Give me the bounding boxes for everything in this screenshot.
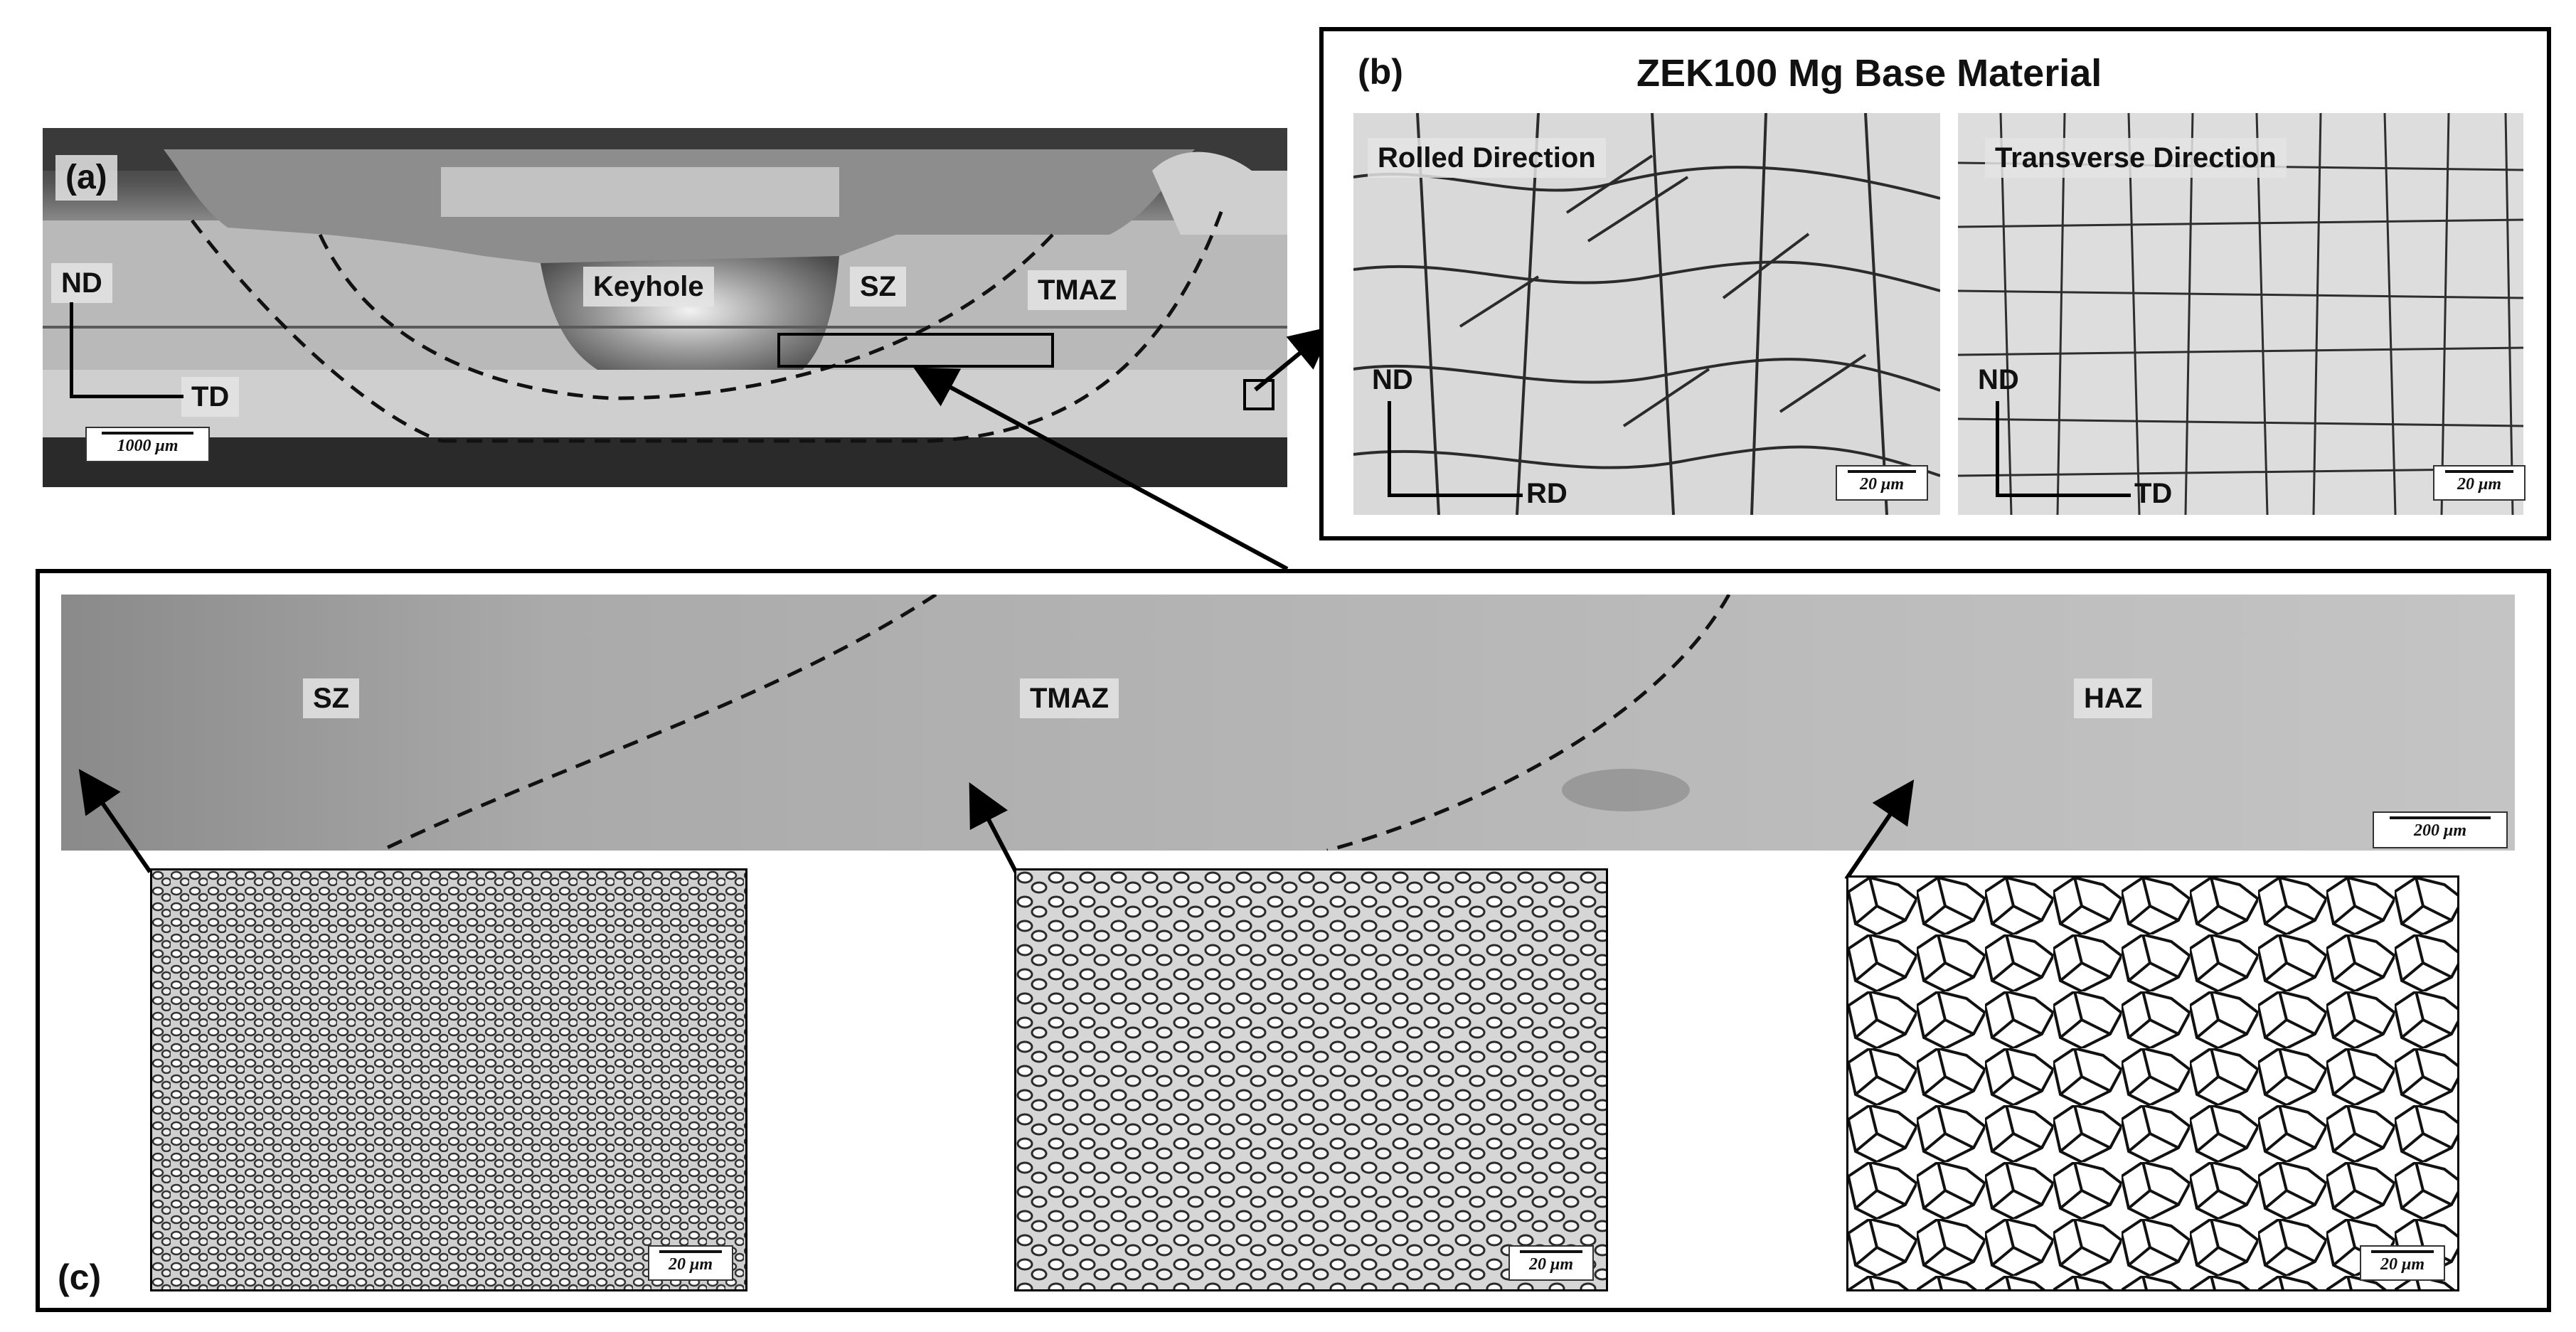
rolled-direction-micrograph [1353,113,1940,515]
panel-b: (b) ZEK100 Mg Base Material Rolled Direc… [1319,27,2551,540]
nd-axis-label-b-right: ND [1978,364,2019,395]
transverse-direction-label: Transverse Direction [1985,138,2287,178]
keyhole-label: Keyhole [583,267,714,307]
sz-label-a: SZ [850,267,907,307]
weld-cross-section-image [43,128,1287,487]
scale-bar-c-haz: 20 μm [2360,1245,2445,1281]
td-axis-label-a: TD [181,377,240,417]
td-axis-arrow-b [1996,494,2131,497]
rolled-direction-label: Rolled Direction [1368,138,1606,178]
transverse-direction-micrograph [1958,113,2523,515]
inset-arrows [78,769,1915,880]
nd-axis-label-b-left: ND [1372,364,1413,395]
panel-b-title: ZEK100 Mg Base Material [1636,52,2102,95]
td-axis-label-b: TD [2134,478,2173,509]
rd-axis-label-b: RD [1526,478,1568,509]
nd-axis-arrow-a [70,302,73,398]
scale-bar-c-overview: 200 μm [2373,811,2508,848]
tmaz-label-c: TMAZ [1020,678,1119,718]
nd-axis-label-a: ND [51,263,112,303]
scale-bar-a: 1000 μm [85,427,210,462]
sz-inset-micrograph [150,868,747,1291]
haz-inset-micrograph [1846,875,2459,1291]
scale-bar-b-right: 20 μm [2433,465,2526,501]
scale-bar-c-sz: 20 μm [648,1245,733,1281]
panel-c: SZ TMAZ HAZ 200 μm 20 μm [36,569,2551,1312]
rd-axis-arrow-b [1388,494,1523,497]
scale-bar-b-left: 20 μm [1836,465,1928,501]
haz-label-c: HAZ [2074,678,2153,718]
panel-a: (a) Keyhole SZ TMAZ ND TD 1000 μm [43,128,1287,487]
panel-a-letter: (a) [55,155,117,201]
panel-c-letter: (c) [58,1257,102,1297]
nd-axis-arrow-b-left [1388,401,1391,497]
tmaz-inset-micrograph [1014,868,1608,1291]
overview-micrograph [61,595,2515,851]
scale-bar-c-tmaz: 20 μm [1508,1245,1594,1281]
panel-b-letter: (b) [1358,52,1403,92]
nd-axis-arrow-b-right [1996,401,1999,497]
sz-label-c: SZ [303,678,360,718]
td-axis-arrow-a [70,395,183,398]
tmaz-label-a: TMAZ [1028,270,1127,310]
